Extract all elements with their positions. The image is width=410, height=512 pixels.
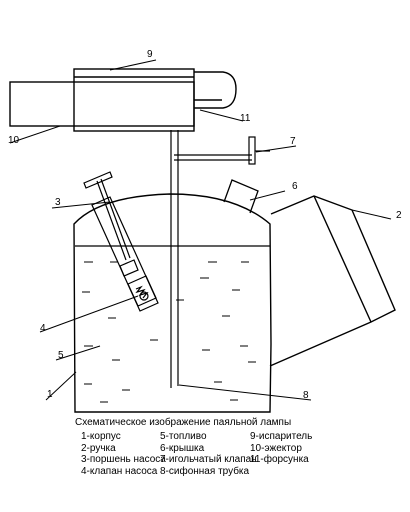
siphon-tube bbox=[170, 130, 179, 388]
callout-8: 8 bbox=[303, 390, 309, 401]
diagram-caption: Схематическое изображение паяльной лампы… bbox=[75, 417, 312, 476]
legend-item: 5-топливо bbox=[160, 431, 207, 442]
vaporizer bbox=[9, 68, 237, 132]
legend-column-1: 1-корпус 2-ручка 3-поршень насоса 4-клап… bbox=[81, 431, 166, 477]
callout-1: 1 bbox=[47, 389, 53, 400]
handle bbox=[269, 195, 396, 367]
leader-lines bbox=[9, 59, 392, 401]
callout-7: 7 bbox=[290, 136, 296, 147]
pump bbox=[83, 171, 159, 312]
callout-4: 4 bbox=[40, 323, 46, 334]
legend-item: 9-испаритель bbox=[250, 431, 313, 442]
legend-column-2: 5-топливо 6-крышка 7-игольчатый клапан 8… bbox=[160, 431, 257, 477]
callout-11: 11 bbox=[240, 113, 251, 124]
callout-9: 9 bbox=[147, 49, 153, 60]
legend-item: 4-клапан насоса bbox=[81, 465, 158, 477]
needle-valve bbox=[174, 136, 270, 165]
legend-item: 2-ручка bbox=[81, 442, 116, 454]
callout-5: 5 bbox=[58, 350, 64, 361]
callout-2: 2 bbox=[396, 210, 402, 221]
callout-3: 3 bbox=[55, 197, 61, 208]
legend-column-3: 9-испаритель 10-эжектор 11-форсунка bbox=[250, 431, 312, 466]
callout-6: 6 bbox=[292, 181, 298, 192]
legend-item: 7-игольчатый клапан bbox=[160, 454, 257, 465]
legend-item: 8-сифонная трубка bbox=[160, 465, 250, 477]
legend-item: 6-крышка bbox=[160, 442, 205, 454]
legend-item: 3-поршень насоса bbox=[81, 454, 166, 465]
lid bbox=[223, 179, 259, 214]
callout-10: 10 bbox=[8, 135, 20, 146]
fuel-dashes bbox=[82, 261, 256, 403]
caption-title: Схематическое изображение паяльной лампы bbox=[75, 417, 292, 428]
tank-body bbox=[73, 193, 272, 413]
legend-item: 11-форсунка bbox=[250, 454, 309, 465]
legend-item: 10-эжектор bbox=[250, 442, 302, 454]
legend-item: 1-корпус bbox=[81, 431, 121, 442]
